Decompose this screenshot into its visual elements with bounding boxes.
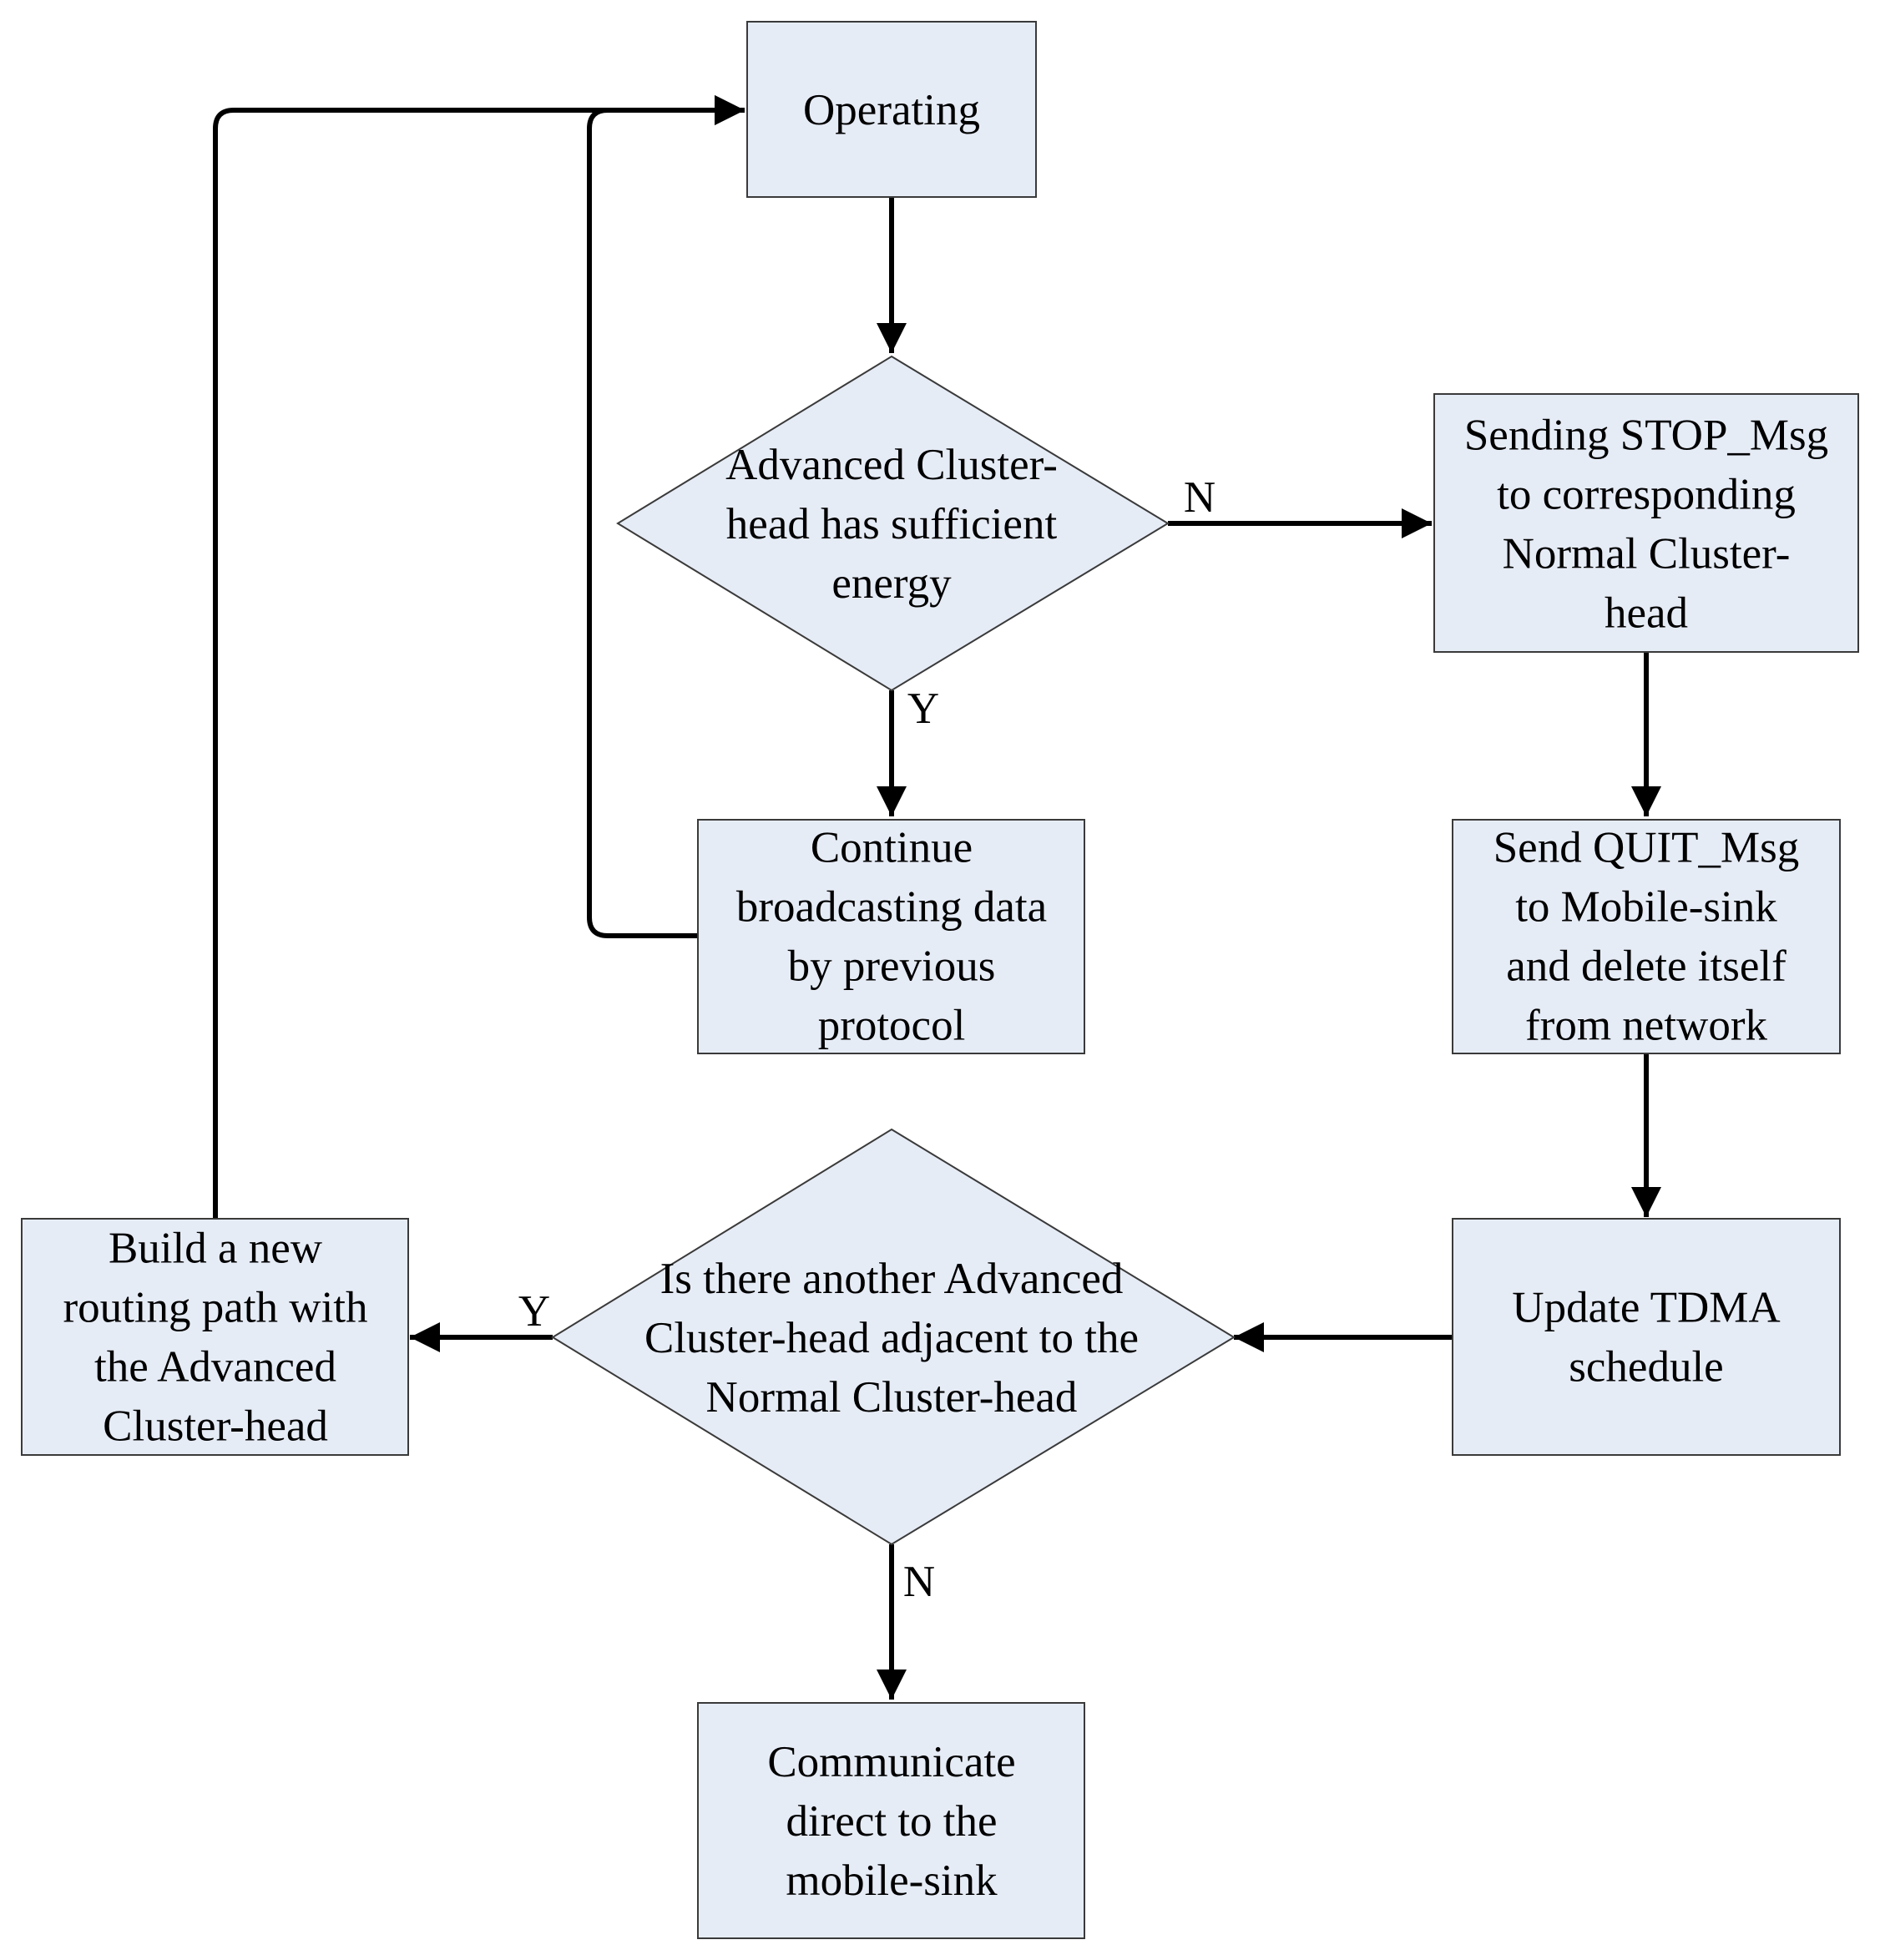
continue-node-text-line-1: Continue xyxy=(811,824,973,872)
quit-msg-node-text-line-3: and delete itself xyxy=(1506,942,1787,991)
communicate-node-text: Communicate direct to the mobile-sink xyxy=(767,1738,1015,1905)
energy-check-text-line-2: head has sufficient xyxy=(726,500,1058,548)
operating-node-text-line-1: Operating xyxy=(803,86,980,134)
energy-yes-label: Y xyxy=(907,684,939,733)
continue-node-text-line-4: protocol xyxy=(818,1002,966,1050)
build-path-node-text-line-1: Build a new xyxy=(109,1225,323,1273)
communicate-node-text-line-2: direct to the xyxy=(786,1797,997,1846)
adjacent-check-text-line-3: Normal Cluster-head xyxy=(706,1373,1078,1422)
continue-node-text-line-2: broadcasting data xyxy=(736,883,1047,932)
update-tdma-node: Update TDMA schedule xyxy=(1452,1218,1841,1456)
communicate-node-text-line-3: mobile-sink xyxy=(786,1856,998,1905)
stop-msg-node-text-line-4: head xyxy=(1605,589,1688,638)
adjacent-check-text-line-2: Cluster-head adjacent to the xyxy=(644,1314,1139,1362)
energy-check-text-line-3: energy xyxy=(831,559,952,608)
continue-node: Continue broadcasting data by previous prot… xyxy=(697,819,1085,1054)
nodes: Operating Advanced Cluster-head has suff… xyxy=(21,21,1859,1939)
update-tdma-node-text: Update TDMA schedule xyxy=(1512,1284,1780,1392)
adjacent-no-label: N xyxy=(903,1558,935,1606)
continue-node-text: Continue broadcasting data by previous prot… xyxy=(736,824,1047,1050)
stop-msg-node-text-line-2: to corresponding xyxy=(1497,471,1796,519)
energy-check-text: Advanced Cluster-head has sufficient ener… xyxy=(725,441,1058,608)
quit-msg-node-text-line-1: Send QUIT_Msg xyxy=(1493,824,1800,872)
build-path-node: Build a new routing path with the Advanced… xyxy=(21,1218,409,1456)
edges xyxy=(213,95,1661,1700)
build-path-node-text-line-2: routing path with xyxy=(63,1284,367,1332)
energy-check-text-line-1: Advanced Cluster- xyxy=(725,441,1058,489)
stop-msg-node-text-line-3: Normal Cluster- xyxy=(1503,530,1791,578)
continue-node-text-line-3: by previous xyxy=(788,942,996,991)
adjacent-yes-label: Y xyxy=(518,1287,550,1336)
build-path-node-text-line-4: Cluster-head xyxy=(103,1402,328,1451)
communicate-node: Communicate direct to the mobile-sink xyxy=(697,1702,1085,1939)
build-path-node-text: Build a new routing path with the Advanced… xyxy=(63,1225,367,1451)
edge-labels: N Y Y N xyxy=(518,473,1215,1606)
operating-node-text: Operating xyxy=(803,86,980,134)
energy-no-label: N xyxy=(1184,473,1215,522)
quit-msg-node-text-line-2: to Mobile-sink xyxy=(1515,883,1777,932)
communicate-node-text-line-1: Communicate xyxy=(767,1738,1015,1786)
adjacent-check-text-line-1: Is there another Advanced xyxy=(660,1255,1124,1303)
update-tdma-node-text-line-1: Update TDMA xyxy=(1512,1284,1780,1332)
stop-msg-node-text-line-1: Sending STOP_Msg xyxy=(1464,412,1828,460)
update-tdma-node-text-line-2: schedule xyxy=(1569,1343,1723,1392)
build-path-node-text-line-3: the Advanced xyxy=(94,1343,336,1392)
quit-msg-node-text-line-4: from network xyxy=(1525,1002,1767,1050)
operating-node: Operating xyxy=(746,21,1037,198)
edge-build-path-back-to-operating xyxy=(213,95,745,1219)
energy-check-decision: Advanced Cluster-head has sufficient ener… xyxy=(616,355,1170,692)
